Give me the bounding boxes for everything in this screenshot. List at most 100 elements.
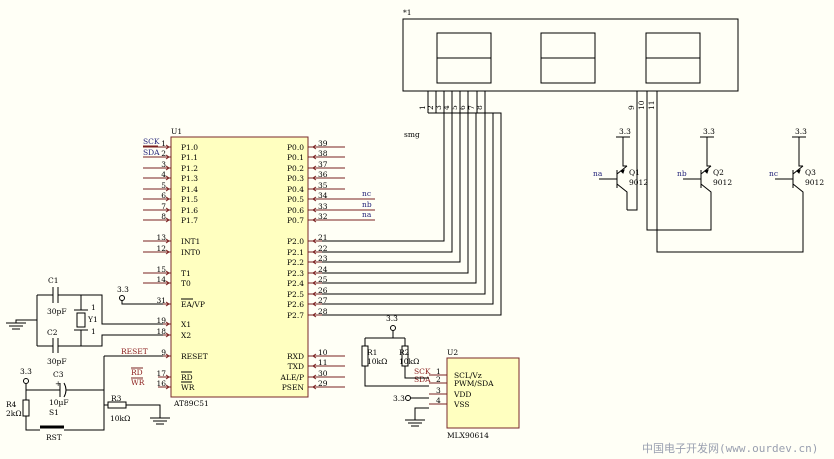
y1-pin2: 1 (91, 327, 96, 336)
u1-pin-1-arrow (165, 144, 170, 150)
u2-pin-2-number: 2 (436, 375, 441, 384)
u1-pin-25-name: P2.4 (287, 279, 304, 288)
u1-pin-14-arrow (165, 280, 170, 286)
u1-pin-39-arrow (312, 144, 317, 150)
net-label-sck: SCK (143, 137, 160, 146)
u1-pin-39-name: P0.0 (287, 143, 304, 152)
u1-pin-30-number: 30 (318, 369, 328, 378)
c1-label: C1 (48, 276, 59, 285)
u1-pin-9-arrow (165, 353, 170, 359)
u1-pin-24-arrow (312, 270, 317, 276)
vcc-marker-ea (119, 295, 125, 301)
vcc-marker-pullup (390, 325, 396, 331)
u1-pin-9-name: RESET (181, 352, 208, 361)
crystal-vcc: 3.3 (117, 285, 129, 294)
u1-pin-16-name: WR (181, 383, 195, 392)
wire-r2-sck (404, 366, 429, 379)
p2-bus-wire-5 (322, 112, 486, 295)
p2-bus-wire-0 (322, 112, 445, 242)
wire-c3-reset (66, 356, 105, 391)
display-name: smg (404, 130, 420, 139)
u1-pin-17-arrow (165, 374, 170, 380)
u1-pin-36-name: P0.3 (287, 174, 304, 183)
y1-crystal (76, 312, 86, 328)
u1-pin-33-number: 33 (318, 202, 328, 211)
q2-ref: Q2 (713, 168, 724, 177)
u2-body (446, 357, 520, 429)
wire-vss-gnd (414, 407, 429, 420)
q3-ref: Q3 (805, 168, 816, 177)
u1-pin-10-number: 10 (318, 348, 328, 357)
u1-pin-11-name: TXD (288, 362, 304, 371)
u1-pin-36-arrow (312, 175, 317, 181)
u1-pin-15-number: 15 (156, 265, 166, 274)
wire-pullup-top (364, 331, 406, 346)
u1-pin-2-arrow (165, 154, 170, 160)
p2-bus-wire-7 (322, 112, 502, 316)
display-pin-5-number: 5 (450, 105, 459, 110)
u1-pin-35-number: 35 (318, 181, 328, 190)
u1-pin-16-number: 16 (156, 379, 166, 388)
u1-pin-36-number: 36 (318, 170, 328, 179)
u1-pin-16-arrow (165, 384, 170, 390)
q2-arrow (704, 169, 709, 174)
u1-pin-10-name: RXD (287, 352, 304, 361)
q1-arrow (620, 169, 625, 174)
u1-pin-4-name: P1.3 (181, 174, 198, 183)
u2-ref: U2 (447, 348, 458, 357)
q3-legs (792, 165, 804, 210)
u1-pin-5-number: 5 (161, 181, 166, 190)
u1-pin-8-arrow (165, 217, 170, 223)
s1-label: S1 (49, 408, 59, 417)
wire-gnd-caps (15, 319, 37, 323)
q1-emitter-wire (622, 137, 627, 167)
r4-body (22, 399, 30, 417)
c3-plus: + (55, 379, 61, 388)
net-label-nb: nb (362, 200, 372, 209)
u1-pin-11-number: 11 (318, 358, 328, 367)
u2-pin-3-number: 3 (436, 386, 441, 395)
u2-pullup-vcc: 3.3 (386, 314, 398, 323)
u1-pin-31-arrow (165, 301, 170, 307)
u1-pin-23-arrow (312, 259, 317, 265)
u1-pin-22-number: 22 (318, 244, 328, 253)
vcc-marker-reset (23, 378, 29, 384)
u1-pin-30-name: ALE/P (280, 373, 304, 382)
u1-pin-29-name: PSEN (282, 383, 305, 392)
u1-pin-24-number: 24 (318, 265, 328, 274)
r4-value: 2kΩ (6, 409, 22, 418)
q3-arrow (796, 169, 801, 174)
q1-base-net: na (593, 169, 603, 178)
u2-vdd-vcc: 3.3 (393, 394, 405, 403)
display-body (402, 18, 739, 92)
q2-legs (700, 165, 712, 210)
u1-pin-10-arrow (312, 353, 317, 359)
p2-bus-wire-1 (322, 112, 453, 253)
u1-pin-8-number: 8 (161, 212, 166, 221)
u1-pin-29-number: 29 (318, 379, 328, 388)
u2-pin-3-name: VDD (453, 390, 471, 399)
u1-right-pins: 39P0.038P0.137P0.236P0.335P0.434P0.533P0… (280, 139, 328, 392)
p2-bus-wire-2 (322, 112, 461, 263)
u1-pin-13-arrow (165, 238, 170, 244)
u1-pin-19-arrow (165, 321, 170, 327)
u2-pin-1-net: SCK (414, 367, 431, 376)
u1-pin-7-arrow (165, 207, 170, 213)
u1-pin-26-number: 26 (318, 286, 328, 295)
u1-pin-31-number: 31 (156, 296, 166, 305)
u1-pin-13-name: INT1 (181, 237, 200, 246)
u1-pin-17-number: 17 (156, 369, 166, 378)
r1-value: 10kΩ (367, 357, 387, 366)
display-pin-4-number: 4 (442, 105, 451, 110)
u1-part: AT89C51 (173, 399, 209, 408)
wire-r4-s1 (25, 416, 40, 431)
u1-pin-21-name: P2.0 (287, 237, 304, 246)
u1-pin-34-name: P0.5 (287, 195, 304, 204)
q3-vcc: 3.3 (795, 127, 807, 136)
reset-circuit: RESET RD WR 3.3 C3 10µF + R4 2kΩ S1 RST … (6, 347, 170, 442)
u1-pin-21-number: 21 (318, 233, 328, 242)
u1-pin-32-name: P0.7 (287, 216, 304, 225)
